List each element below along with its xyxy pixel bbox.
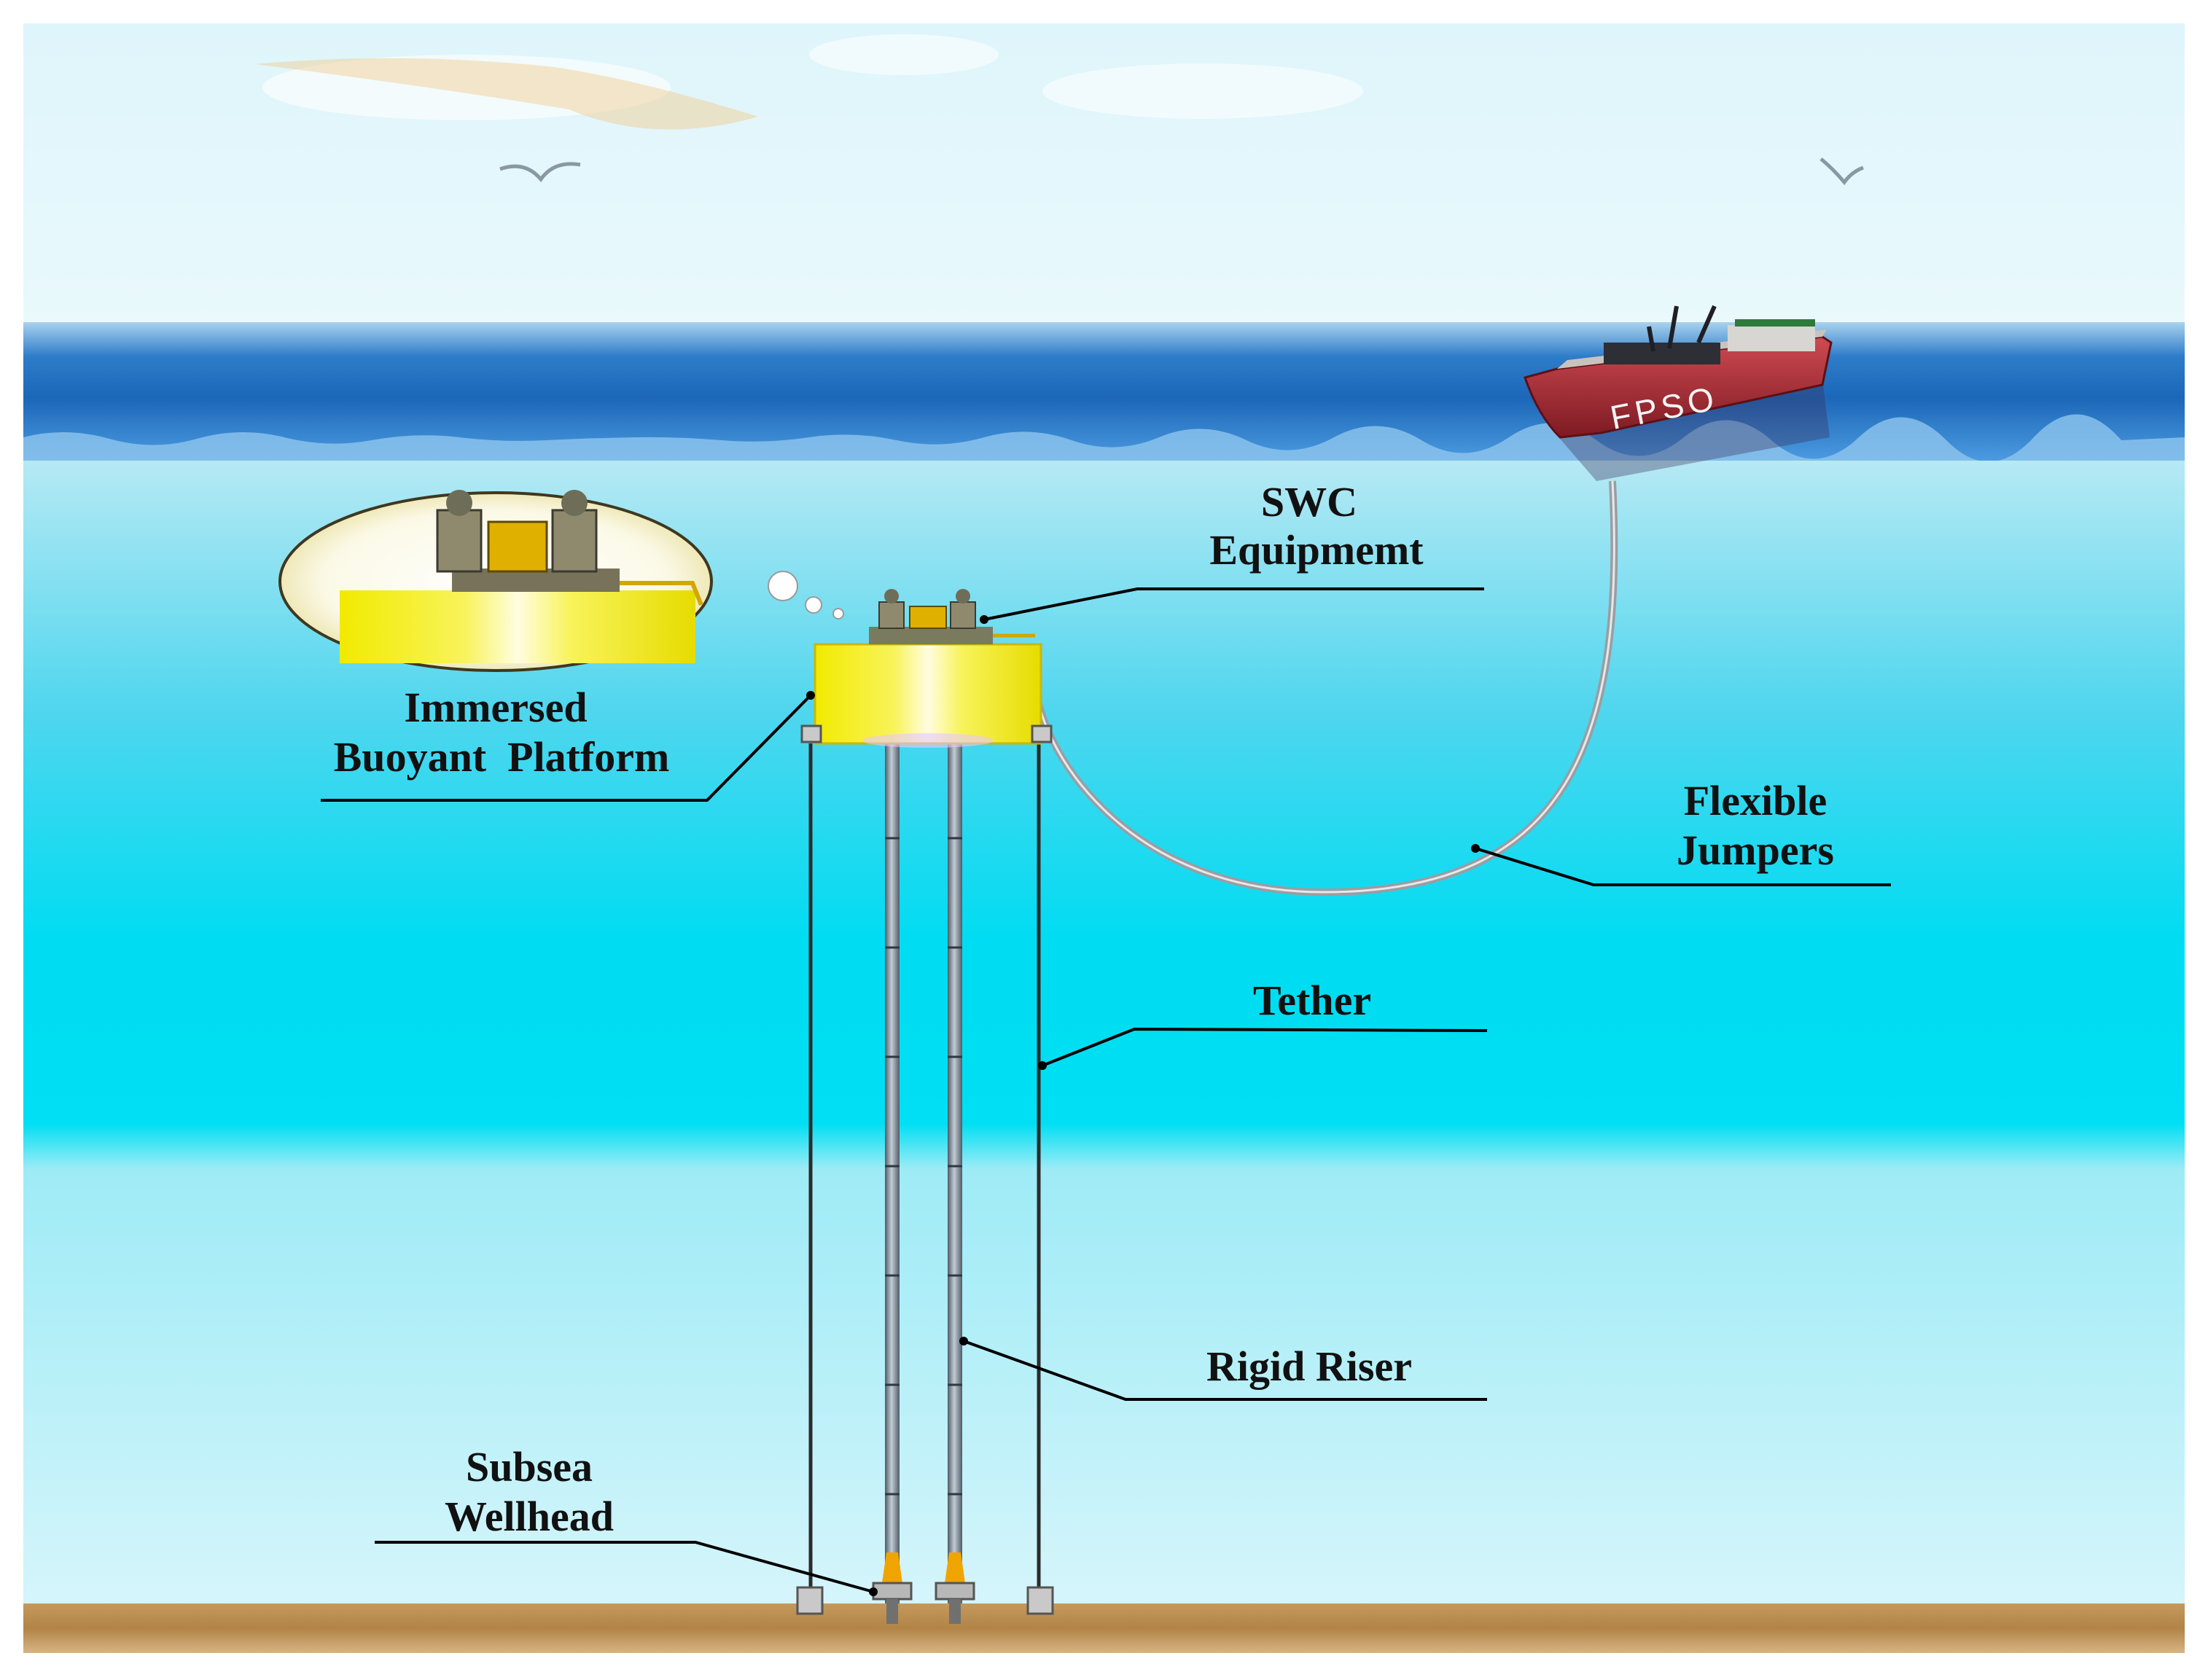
- leader-dot: [1471, 844, 1480, 853]
- label-wellhead-line2: Wellhead: [445, 1493, 614, 1540]
- platform-connector-left: [800, 724, 822, 743]
- cloud: [1042, 63, 1363, 119]
- leader-riser: [963, 1340, 1487, 1401]
- leader-wellhead: [375, 1541, 874, 1593]
- riser-joints: [885, 837, 962, 1496]
- subsea-wellhead-left: [872, 1552, 913, 1624]
- zoom-bubble: [278, 490, 844, 672]
- fpso-vessel: FPSO: [1524, 305, 1833, 481]
- cloud: [262, 55, 671, 120]
- leader-dot: [869, 1587, 878, 1596]
- bird-icon: [1819, 157, 1864, 186]
- bird-icon: [499, 162, 581, 183]
- buoyant-platform: [800, 643, 1053, 748]
- label-jumpers-line2: Jumpers: [1677, 827, 1834, 874]
- leader-swc: [983, 587, 1484, 621]
- label-wellhead-line1: Subsea: [466, 1443, 593, 1490]
- label-platform-line1: Immersed: [404, 684, 587, 731]
- leader-tether: [1042, 1027, 1488, 1067]
- subsea-wellhead-right: [935, 1552, 975, 1624]
- tether-anchor-right: [1026, 1586, 1054, 1615]
- label-jumpers-line1: Flexible: [1684, 777, 1828, 824]
- leader-dot: [980, 615, 988, 624]
- platform-connector-right: [1031, 724, 1053, 743]
- rigid-riser-left: [885, 741, 900, 1603]
- leader-dot: [1038, 1061, 1047, 1070]
- label-tether: Tether: [1253, 977, 1371, 1024]
- fpso-deck-module: [1604, 343, 1720, 364]
- fpso-deck-module: [1735, 319, 1815, 327]
- leader-dot: [959, 1337, 968, 1345]
- cloud: [809, 34, 999, 75]
- tether-anchor-left: [796, 1586, 824, 1615]
- fpso-hull: [1524, 335, 1833, 439]
- leader-jumpers: [1475, 847, 1891, 886]
- label-platform-line2: Buoyant Platform: [334, 733, 670, 781]
- seabed: [23, 1603, 2185, 1653]
- flexible-jumper-highlight: [1034, 480, 1615, 894]
- leader-dot: [806, 691, 815, 700]
- leader-platform: [321, 694, 812, 802]
- sand-speckle: [255, 58, 758, 130]
- fpso-reflection: [1551, 379, 1830, 481]
- wave-crests: [23, 414, 2185, 466]
- fpso-mast: [1647, 305, 1717, 352]
- label-riser: Rigid Riser: [1206, 1343, 1412, 1390]
- label-swc-line1: SWC: [1261, 478, 1357, 526]
- swc-equipment: [869, 589, 1035, 644]
- rigid-riser-right: [948, 741, 962, 1603]
- label-swc-line2: Equipmemt: [1209, 526, 1424, 574]
- fpso-deck-module: [1728, 325, 1815, 351]
